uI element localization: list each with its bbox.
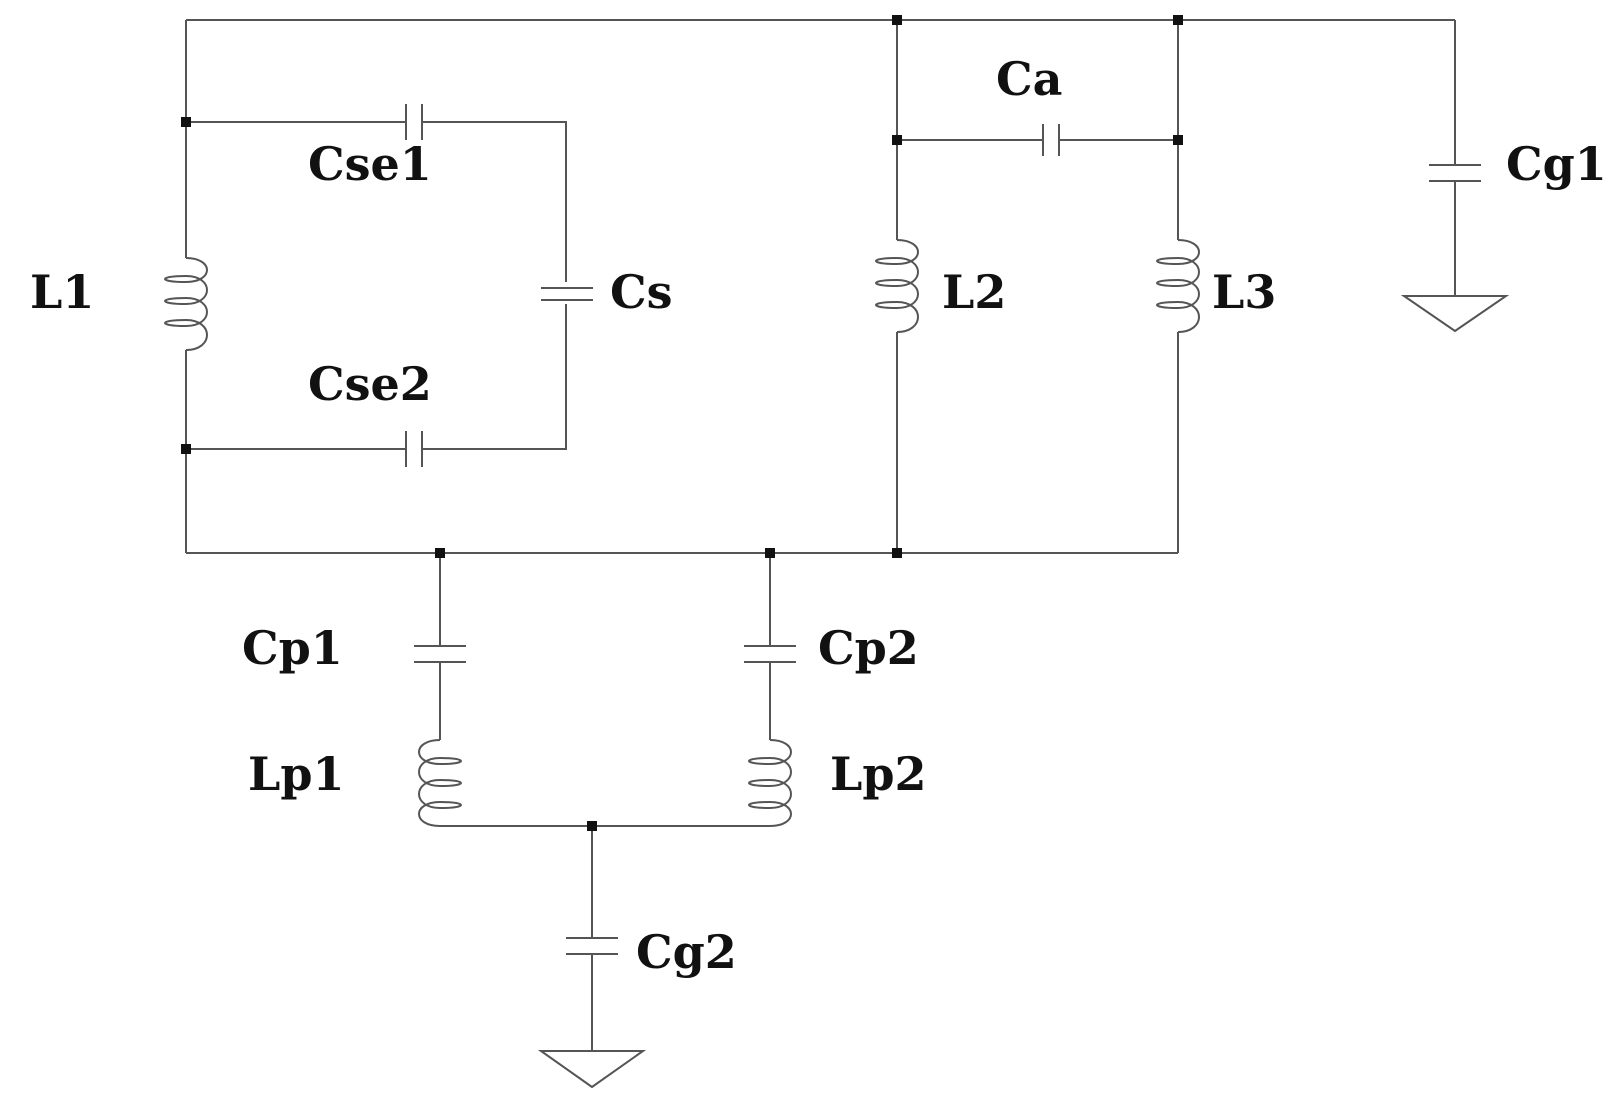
junction-dot <box>587 821 597 831</box>
label-cg2: Cg2 <box>636 925 737 979</box>
label-cs: Cs <box>610 265 673 319</box>
capacitor-cse2 <box>405 431 423 467</box>
label-lp2: Lp2 <box>830 747 927 801</box>
label-l2: L2 <box>942 265 1006 319</box>
junction-dot <box>181 117 191 127</box>
inductor-lp2 <box>748 739 792 827</box>
capacitors <box>405 104 1481 955</box>
junction-dot <box>1173 15 1183 25</box>
capacitor-cse1 <box>405 104 423 140</box>
junction-dot <box>765 548 775 558</box>
label-cg1: Cg1 <box>1506 137 1607 191</box>
inductors <box>164 239 1200 827</box>
label-l3: L3 <box>1212 265 1276 319</box>
junction-dot <box>181 444 191 454</box>
label-cp2: Cp2 <box>818 621 919 675</box>
label-cse1: Cse1 <box>308 137 432 191</box>
capacitor-ca <box>1042 124 1060 156</box>
junction-dot <box>1173 135 1183 145</box>
capacitor-cg2 <box>566 937 618 955</box>
label-ca: Ca <box>996 52 1062 106</box>
label-cp1: Cp1 <box>242 621 343 675</box>
junctions <box>181 15 1183 831</box>
ground-cg2-icon <box>537 1050 647 1089</box>
wires <box>185 19 1456 1051</box>
grounds <box>537 295 1510 1089</box>
junction-dot <box>892 135 902 145</box>
junction-dot <box>892 548 902 558</box>
capacitor-cp1 <box>414 645 466 663</box>
inductor-l1 <box>164 257 208 351</box>
ground-cg1-icon <box>1400 295 1510 333</box>
cse2-wire <box>186 304 567 450</box>
capacitor-cg1 <box>1429 164 1481 182</box>
junction-dot <box>892 15 902 25</box>
cp1-lp1-wire <box>439 553 770 827</box>
label-cse2: Cse2 <box>308 357 432 411</box>
inductor-lp1 <box>418 739 462 827</box>
labels: L1 Cse1 Cse2 Cs Ca L2 L3 Cg1 Cp1 Cp2 Lp1… <box>30 52 1607 979</box>
inductor-l3 <box>1156 239 1200 333</box>
cse1-wire <box>186 121 567 282</box>
capacitor-cs <box>541 287 593 301</box>
capacitor-cp2 <box>744 645 796 663</box>
junction-dot <box>435 548 445 558</box>
label-l1: L1 <box>30 265 94 319</box>
label-lp1: Lp1 <box>248 747 345 801</box>
inductor-l2 <box>875 239 919 333</box>
